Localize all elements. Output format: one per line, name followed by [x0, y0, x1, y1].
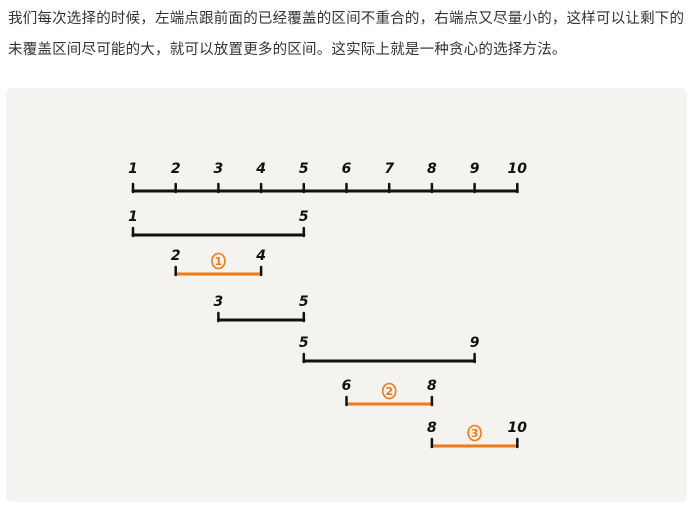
axis-tick-label: 5	[299, 161, 309, 177]
axis-tick-label: 4	[255, 161, 266, 177]
interval-start-label: 1	[128, 209, 138, 225]
axis-tick-label: 2	[171, 161, 181, 177]
interval-start-label: 6	[342, 378, 352, 394]
interval-end-label: 4	[255, 248, 266, 264]
interval-end-label: 9	[470, 335, 480, 351]
selection-order-number: 1	[215, 255, 223, 268]
axis-tick-label: 8	[427, 161, 437, 177]
interval-start-label: 8	[427, 420, 437, 436]
interval-start-label: 2	[171, 248, 181, 264]
interval-end-label: 5	[299, 294, 309, 310]
axis-tick-label: 7	[384, 161, 394, 177]
interval-end-label: 5	[299, 209, 309, 225]
interval-start-label: 5	[299, 335, 309, 351]
selection-order-circle	[211, 252, 226, 270]
axis-tick-label: 9	[470, 161, 480, 177]
interval-end-label: 10	[508, 420, 528, 436]
selection-order-circle	[381, 382, 397, 400]
axis-tick-label: 3	[214, 161, 224, 177]
axis-tick-label: 6	[342, 161, 352, 177]
interval-end-label: 8	[427, 378, 437, 394]
article-paragraph: 我们每次选择的时候，左端点跟前面的已经覆盖的区间不重合的，右端点又尽量小的，这样…	[8, 11, 685, 58]
axis-tick-label: 10	[508, 161, 528, 177]
interval-scheduling-figure: 1 2 3 4 5 6 7 8 9 10 1 5 2 4 1 3 5 5 9 6 8 2 8 10 3	[6, 88, 687, 502]
selection-order-circle	[467, 424, 482, 442]
selection-order-number: 2	[385, 385, 393, 398]
selection-order-number: 3	[471, 427, 479, 440]
interval-start-label: 3	[214, 294, 224, 310]
interval-diagram: 1 2 3 4 5 6 7 8 9 10 1 5 2 4 1 3 5 5 9 6 8 2 8 10 3	[128, 161, 528, 449]
axis-tick-label: 1	[128, 161, 138, 177]
